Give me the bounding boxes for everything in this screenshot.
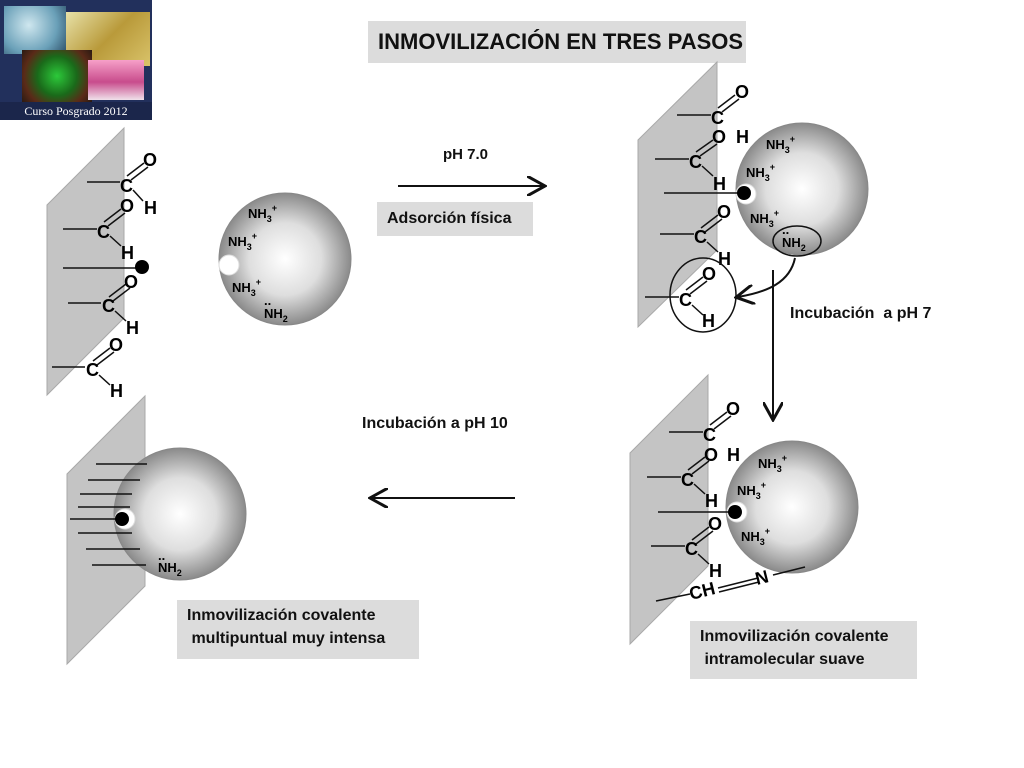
aldehyde-group-3: C O H [68, 272, 139, 338]
carbon-label: C [685, 539, 698, 559]
logo-protein-image [4, 6, 66, 54]
nh2-label: NH2 [158, 560, 182, 578]
hydrogen-label: H [713, 174, 726, 194]
aldehyde-group-2: C O H [63, 196, 134, 263]
page-title: INMOVILIZACIÓN EN TRES PASOS [368, 21, 746, 63]
oxygen-label: O [717, 202, 731, 222]
carbon-label: C [102, 296, 115, 316]
nh2-highlight-ellipse [772, 225, 822, 257]
nh3-label: NH3+ [232, 277, 261, 298]
lone-pair: .. [782, 222, 789, 237]
nh3-label: NH3+ [741, 526, 770, 547]
carbon-label: C [711, 108, 724, 128]
nh3-label: NH3+ [758, 453, 787, 474]
oxygen-label: O [143, 150, 157, 170]
nh3-label: NH3+ [750, 208, 779, 229]
carbon-label: C [97, 222, 110, 242]
nh3-label: NH3+ [746, 162, 775, 183]
curved-reaction-arrow [738, 257, 796, 297]
hydrogen-label: H [126, 318, 139, 338]
nh3-label: NH3+ [766, 134, 795, 155]
support-bottom-left [66, 394, 146, 666]
nh3-label: NH3+ [737, 480, 766, 501]
nh3-label: NH3+ [248, 203, 277, 224]
oxygen-label: O [712, 127, 726, 147]
adsorcion-label: Adsorción física [377, 202, 533, 236]
ph-label: pH 7.0 [443, 146, 489, 163]
carbon-label: C [694, 227, 707, 247]
enzyme-adsorbed: NH3+ NH3+ NH3+ .. NH2 [735, 122, 869, 257]
aldehyde-group-6: C O H H [655, 127, 749, 194]
spacer-arm-top-left [63, 260, 149, 274]
carbon-label: C [120, 176, 133, 196]
oxygen-label: O [109, 335, 123, 355]
logo-crystal-image [22, 50, 92, 102]
carbon-label: C [681, 470, 694, 490]
carbon-label: C [679, 290, 692, 310]
hydrogen-label: H [736, 127, 749, 147]
nh2-label: NH2 [264, 306, 288, 324]
lone-pair: .. [158, 548, 165, 563]
oxygen-label: O [702, 264, 716, 284]
oxygen-label: O [124, 272, 138, 292]
carbon-label: C [689, 152, 702, 172]
hydrogen-label: H [110, 381, 123, 401]
incubacion-ph10-label: Incubación a pH 10 [362, 415, 508, 432]
nh2-label: NH2 [782, 235, 806, 253]
hydrogen-label: H [144, 198, 157, 218]
hydrogen-label: H [727, 445, 740, 465]
support-top-left [46, 126, 125, 397]
hydrogen-label: H [121, 243, 134, 263]
spacer-arm-top-right [664, 186, 751, 200]
nh3-label: NH3+ [228, 231, 257, 252]
covalente-suave-label: Inmovilización covalente intramolecular … [690, 621, 917, 679]
hydrogen-label: H [709, 561, 722, 581]
aldehyde-group-4: C O H [52, 335, 123, 401]
spacer-arm-bottom-right [658, 505, 742, 519]
hydrogen-label: H [702, 311, 715, 331]
enzyme-multipoint: .. NH2 [113, 447, 247, 581]
course-logo: Curso Posgrado 2012 [0, 0, 152, 120]
lone-pair: .. [264, 293, 271, 308]
oxygen-label: O [726, 399, 740, 419]
logo-reactor-image [88, 60, 144, 100]
multipoint-bonds [70, 463, 147, 566]
logo-caption: Curso Posgrado 2012 [0, 102, 152, 120]
oxygen-label: O [708, 514, 722, 534]
support-top-right [637, 60, 718, 329]
aldehyde-group-1: C O H [87, 150, 157, 218]
oxygen-label: O [735, 82, 749, 102]
incubacion-ph7-label: Incubación a pH 7 [790, 305, 932, 322]
n-label: N [753, 566, 770, 589]
enzyme-free: NH3+ NH3+ NH3+ .. NH2 [218, 192, 352, 326]
aldehyde-group-10: C O H H [647, 445, 740, 511]
support-bottom-right [629, 373, 709, 646]
carbon-label: C [703, 425, 716, 445]
carbon-label: C [86, 360, 99, 380]
aldehyde-group-5: C O [677, 82, 749, 128]
hydrogen-label: H [705, 491, 718, 511]
aldehyde-group-11: C O H [651, 514, 722, 581]
enzyme-covalent-suave: NH3+ NH3+ NH3+ [725, 440, 859, 574]
covalente-intensa-label: Inmovilización covalente multipuntual mu… [177, 600, 419, 659]
aldehyde-group-9: C O [669, 399, 740, 445]
oxygen-label: O [704, 445, 718, 465]
oxygen-label: O [120, 196, 134, 216]
